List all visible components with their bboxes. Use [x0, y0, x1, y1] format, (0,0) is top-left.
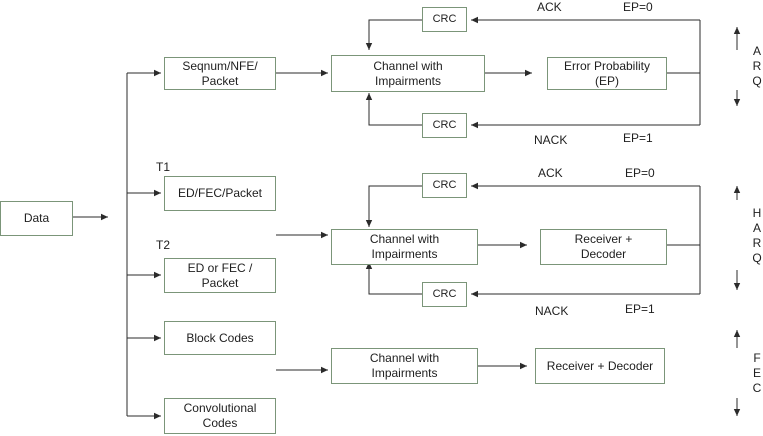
arq-crc-top-label: CRC: [432, 13, 457, 25]
t1-label: T1: [156, 160, 171, 174]
seqnum-nfe-packet-box: Seqnum/NFE/ Packet: [164, 57, 276, 90]
harq-ep0-label: EP=0: [625, 166, 655, 180]
harq-crc-top-to-channel: [365, 185, 422, 227]
harq-receiver-decoder-label: Receiver + Decoder: [574, 232, 633, 261]
arq-ep0-label: EP=0: [623, 0, 653, 14]
ed-or-fec-packet-label: ED or FEC / Packet: [187, 260, 253, 290]
harq-nack-label: NACK: [535, 304, 569, 318]
arq-error-probability-box: Error Probability (EP): [547, 57, 667, 90]
convolutional-codes-box: Convolutional Codes: [164, 398, 276, 434]
harq-crc-top-box: CRC: [422, 173, 467, 198]
fec-side-label: F E C: [752, 351, 762, 395]
ed-fec-packet-label: ED/FEC/Packet: [177, 186, 263, 200]
arq-crc-bottom-label: CRC: [432, 119, 457, 131]
block-codes-box: Block Codes: [164, 321, 276, 355]
arq-ack-label: ACK: [537, 0, 562, 14]
block-codes-label: Block Codes: [186, 330, 254, 345]
harq-crc-top-label: CRC: [432, 179, 457, 191]
harq-receiver-decoder-box: Receiver + Decoder: [540, 229, 667, 265]
harq-ep1-label: EP=1: [625, 302, 655, 316]
harq-ack-label: ACK: [538, 166, 563, 180]
seqnum-nfe-packet-label: Seqnum/NFE/ Packet: [182, 58, 258, 88]
arq-crc-top-box: CRC: [422, 7, 467, 32]
fec-receiver-decoder-label: Receiver + Decoder: [546, 358, 654, 373]
convolutional-codes-label: Convolutional Codes: [183, 401, 257, 430]
ed-fec-packet-box: ED/FEC/Packet: [164, 176, 276, 211]
arq-side-label: A R Q: [752, 44, 762, 88]
harq-channel-label: Channel with Impairments: [369, 232, 440, 261]
data-box-label: Data: [23, 211, 50, 225]
harq-crc-bottom-box: CRC: [422, 282, 467, 307]
arq-crc-bottom-box: CRC: [422, 113, 467, 138]
harq-crc-bottom-to-channel: [365, 262, 422, 295]
harq-crc-bottom-label: CRC: [432, 288, 457, 300]
arq-error-probability-label: Error Probability (EP): [563, 58, 651, 88]
arq-crc-top-to-channel: [365, 19, 422, 50]
harq-side-label: H A R Q: [752, 206, 762, 265]
fec-channel-box: Channel with Impairments: [331, 348, 478, 384]
fec-channel-label: Channel with Impairments: [369, 351, 440, 380]
fec-receiver-decoder-box: Receiver + Decoder: [535, 348, 665, 384]
arq-ep1-label: EP=1: [623, 131, 653, 145]
data-box: Data: [0, 201, 73, 236]
arq-nack-label: NACK: [534, 133, 568, 147]
ed-or-fec-packet-box: ED or FEC / Packet: [164, 258, 276, 293]
arq-channel-label: Channel with Impairments: [373, 58, 443, 88]
arq-channel-box: Channel with Impairments: [331, 55, 485, 92]
arq-crc-bottom-to-channel: [365, 93, 422, 126]
t2-label: T2: [156, 238, 171, 252]
harq-channel-box: Channel with Impairments: [331, 229, 478, 265]
